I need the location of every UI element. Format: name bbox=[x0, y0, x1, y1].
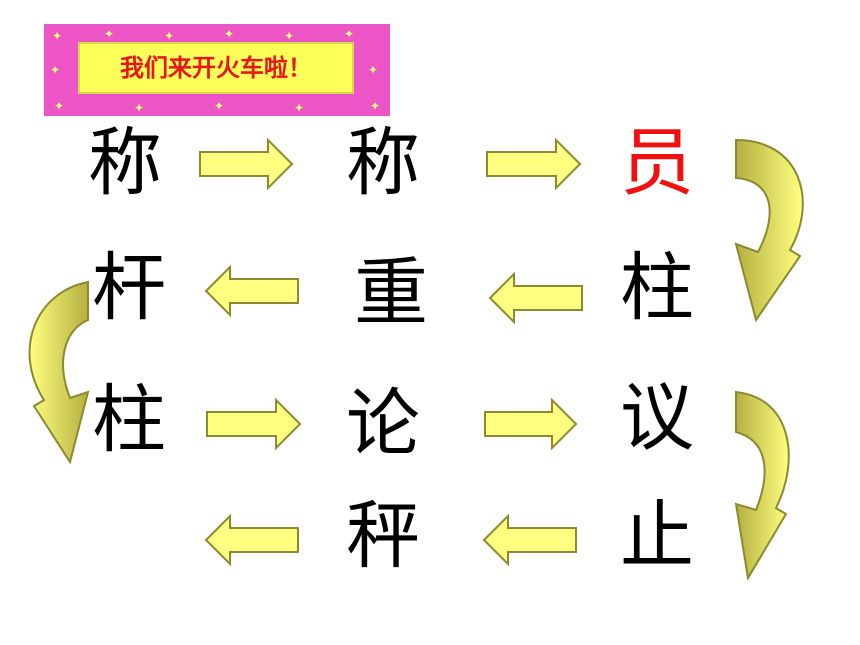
star-icon: ✦ bbox=[134, 101, 145, 115]
char-r2c2: 重 bbox=[354, 250, 428, 336]
star-icon: ✦ bbox=[344, 27, 355, 41]
arrow-right-icon bbox=[199, 137, 294, 191]
char-r4c2: 秤 bbox=[346, 493, 420, 579]
char-r1c2: 称 bbox=[346, 120, 420, 206]
star-icon: ✦ bbox=[368, 63, 379, 77]
arrow-left-icon bbox=[204, 513, 299, 567]
arrow-right-icon bbox=[206, 397, 302, 451]
star-icon: ✦ bbox=[224, 27, 235, 41]
title-banner: ✦ ✦ ✦ ✦ ✦ ✦ ✦ ✦ ✦ ✦ ✦ ✦ ✦ 我们来开火车啦！ bbox=[44, 24, 390, 116]
char-r2c1: 杆 bbox=[92, 245, 166, 331]
star-icon: ✦ bbox=[294, 101, 305, 115]
arrow-left-icon bbox=[488, 271, 583, 325]
banner-title: 我们来开火车啦！ bbox=[120, 54, 312, 82]
star-icon: ✦ bbox=[164, 29, 175, 43]
star-icon: ✦ bbox=[214, 99, 225, 113]
star-icon: ✦ bbox=[54, 99, 65, 113]
char-r4c3: 止 bbox=[620, 493, 694, 579]
char-r3c2: 论 bbox=[346, 381, 420, 467]
star-icon: ✦ bbox=[50, 63, 61, 77]
char-r1c1: 称 bbox=[88, 120, 162, 206]
char-r1c3-highlight: 员 bbox=[620, 120, 694, 206]
arrow-right-icon bbox=[484, 397, 578, 451]
arrow-left-icon bbox=[204, 264, 299, 318]
curved-arrow-down-icon bbox=[28, 280, 90, 465]
star-icon: ✦ bbox=[284, 29, 295, 43]
banner-panel: 我们来开火车啦！ bbox=[78, 42, 354, 94]
arrow-right-icon bbox=[486, 137, 582, 191]
star-icon: ✦ bbox=[52, 29, 63, 43]
char-r3c1: 柱 bbox=[92, 377, 166, 463]
char-r3c3: 议 bbox=[620, 375, 694, 461]
curved-arrow-down-icon bbox=[734, 138, 804, 323]
star-icon: ✦ bbox=[370, 99, 381, 113]
curved-arrow-down-icon bbox=[734, 390, 790, 581]
arrow-left-icon bbox=[482, 513, 577, 567]
char-r2c3: 柱 bbox=[620, 245, 694, 331]
star-icon: ✦ bbox=[104, 27, 115, 41]
